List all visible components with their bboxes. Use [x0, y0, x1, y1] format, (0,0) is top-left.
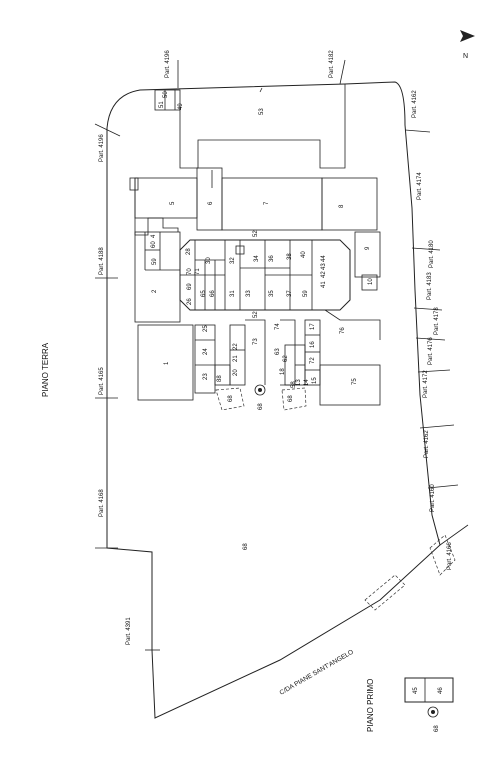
parcel-label: Part. 4172 — [423, 370, 429, 398]
unit-number: 18 — [280, 368, 286, 375]
parcel-label: Part. 4176 — [428, 337, 434, 365]
unit-number: 75 — [352, 378, 358, 385]
unit-number: 62 — [283, 355, 289, 362]
unit-number: 50 — [163, 91, 169, 98]
unit-number: 34 — [254, 255, 260, 262]
unit-number: 38 — [287, 253, 293, 260]
unit-number: 59 — [152, 258, 158, 265]
parcel-label: Part. 4165 — [99, 367, 105, 395]
unit-number: 44 — [321, 255, 327, 262]
unit-number: 73 — [253, 338, 259, 345]
parcel-label: Part. 4178 — [434, 307, 440, 335]
well-marker — [254, 384, 439, 718]
unit-number: 70 — [187, 268, 193, 275]
unit-number: 22 — [233, 343, 239, 350]
north-label: N — [463, 53, 468, 60]
unit-number: 31 — [230, 290, 236, 297]
unit-number: 41 — [321, 281, 327, 288]
unit-number: 58 — [291, 381, 297, 388]
unit-number: 71 — [195, 268, 201, 275]
unit-number: 33 — [246, 290, 252, 297]
unit-number: 76 — [340, 327, 346, 334]
unit-number: 23 — [203, 373, 209, 380]
unit-number: 69 — [187, 283, 193, 290]
unit-number: 1 — [164, 361, 170, 365]
piano-primo-heading: PIANO PRIMO — [366, 679, 375, 732]
unit-number: 59 — [303, 290, 309, 297]
parcel-label: Part. 4166 — [447, 542, 453, 570]
unit-number: 63 — [275, 348, 281, 355]
unit-number: 5 — [170, 201, 176, 205]
unit-number: 6 — [208, 201, 214, 205]
unit-number: 30 — [206, 257, 212, 264]
unit-number: 37 — [287, 290, 293, 297]
unit-number: 32 — [230, 257, 236, 264]
unit-number: 21 — [233, 355, 239, 362]
unit-number: 68 — [258, 403, 264, 410]
unit-number: 68 — [243, 543, 249, 550]
road-label: C/DA PIANE SANT'ANGELO — [279, 649, 355, 697]
unit-number: 42 — [321, 271, 327, 278]
parcel-label: Part. 4162 — [424, 430, 430, 458]
unit-number: 8 — [339, 204, 345, 208]
unit-number: 20 — [233, 369, 239, 376]
upper-floor-unit: 46 — [438, 687, 444, 694]
unit-number: 72 — [310, 357, 316, 364]
unit-number: 51 — [159, 101, 165, 108]
unit-number: 14 — [304, 379, 310, 386]
parcel-label: Part. 4182 — [329, 50, 335, 78]
unit-number: 53 — [259, 108, 265, 115]
unit-number: 66 — [210, 290, 216, 297]
parcel-label: Part. 4188 — [99, 247, 105, 275]
building-outlines — [129, 84, 456, 611]
piano-primo-inset — [404, 677, 454, 703]
unit-number: 7 — [264, 201, 270, 205]
parcel-label: Part. 4160 — [430, 484, 436, 512]
upper-floor-unit: 68 — [434, 725, 440, 732]
unit-number: 13 — [296, 379, 302, 386]
unit-number: 15 — [312, 377, 318, 384]
site-boundary — [94, 59, 469, 719]
unit-number: 65 — [201, 290, 207, 297]
parcel-label: Part. 4391 — [126, 617, 132, 645]
unit-number: 9 — [365, 246, 371, 250]
north-arrow-icon — [460, 30, 475, 42]
unit-number: 49 — [178, 103, 184, 110]
unit-number: 17 — [310, 323, 316, 330]
unit-number: 40 — [301, 251, 307, 258]
unit-number: 4 — [151, 234, 157, 238]
piano-terra-heading: PIANO TERRA — [41, 342, 50, 397]
parcel-label: Part. 4183 — [427, 272, 433, 300]
unit-number: 68 — [228, 395, 234, 402]
unit-number: 16 — [310, 341, 316, 348]
upper-floor-unit: 45 — [413, 687, 419, 694]
unit-number: 68 — [288, 395, 294, 402]
parcel-label: Part. 4168 — [99, 489, 105, 517]
unit-number: 52 — [253, 230, 259, 237]
unit-number: 60 — [151, 241, 157, 248]
unit-number: 24 — [203, 348, 209, 355]
unit-number: 74 — [275, 323, 281, 330]
unit-number: 43 — [321, 263, 327, 270]
unit-number: 2 — [152, 289, 158, 293]
parcel-label: Part. 4174 — [417, 172, 423, 200]
unit-number: 88 — [217, 375, 223, 382]
unit-number: 10 — [368, 278, 374, 285]
unit-number: 26 — [187, 298, 193, 305]
unit-number: 25 — [203, 325, 209, 332]
parcel-label: Part. 4180 — [429, 240, 435, 268]
unit-number: 35 — [269, 290, 275, 297]
parcel-label: Part. 4162 — [412, 90, 418, 118]
unit-number: 28 — [186, 248, 192, 255]
parcel-label: Part. 4196 — [99, 134, 105, 162]
unit-number: 52 — [253, 311, 259, 318]
parcel-label: Part. 4196 — [165, 50, 171, 78]
unit-number: 36 — [269, 255, 275, 262]
